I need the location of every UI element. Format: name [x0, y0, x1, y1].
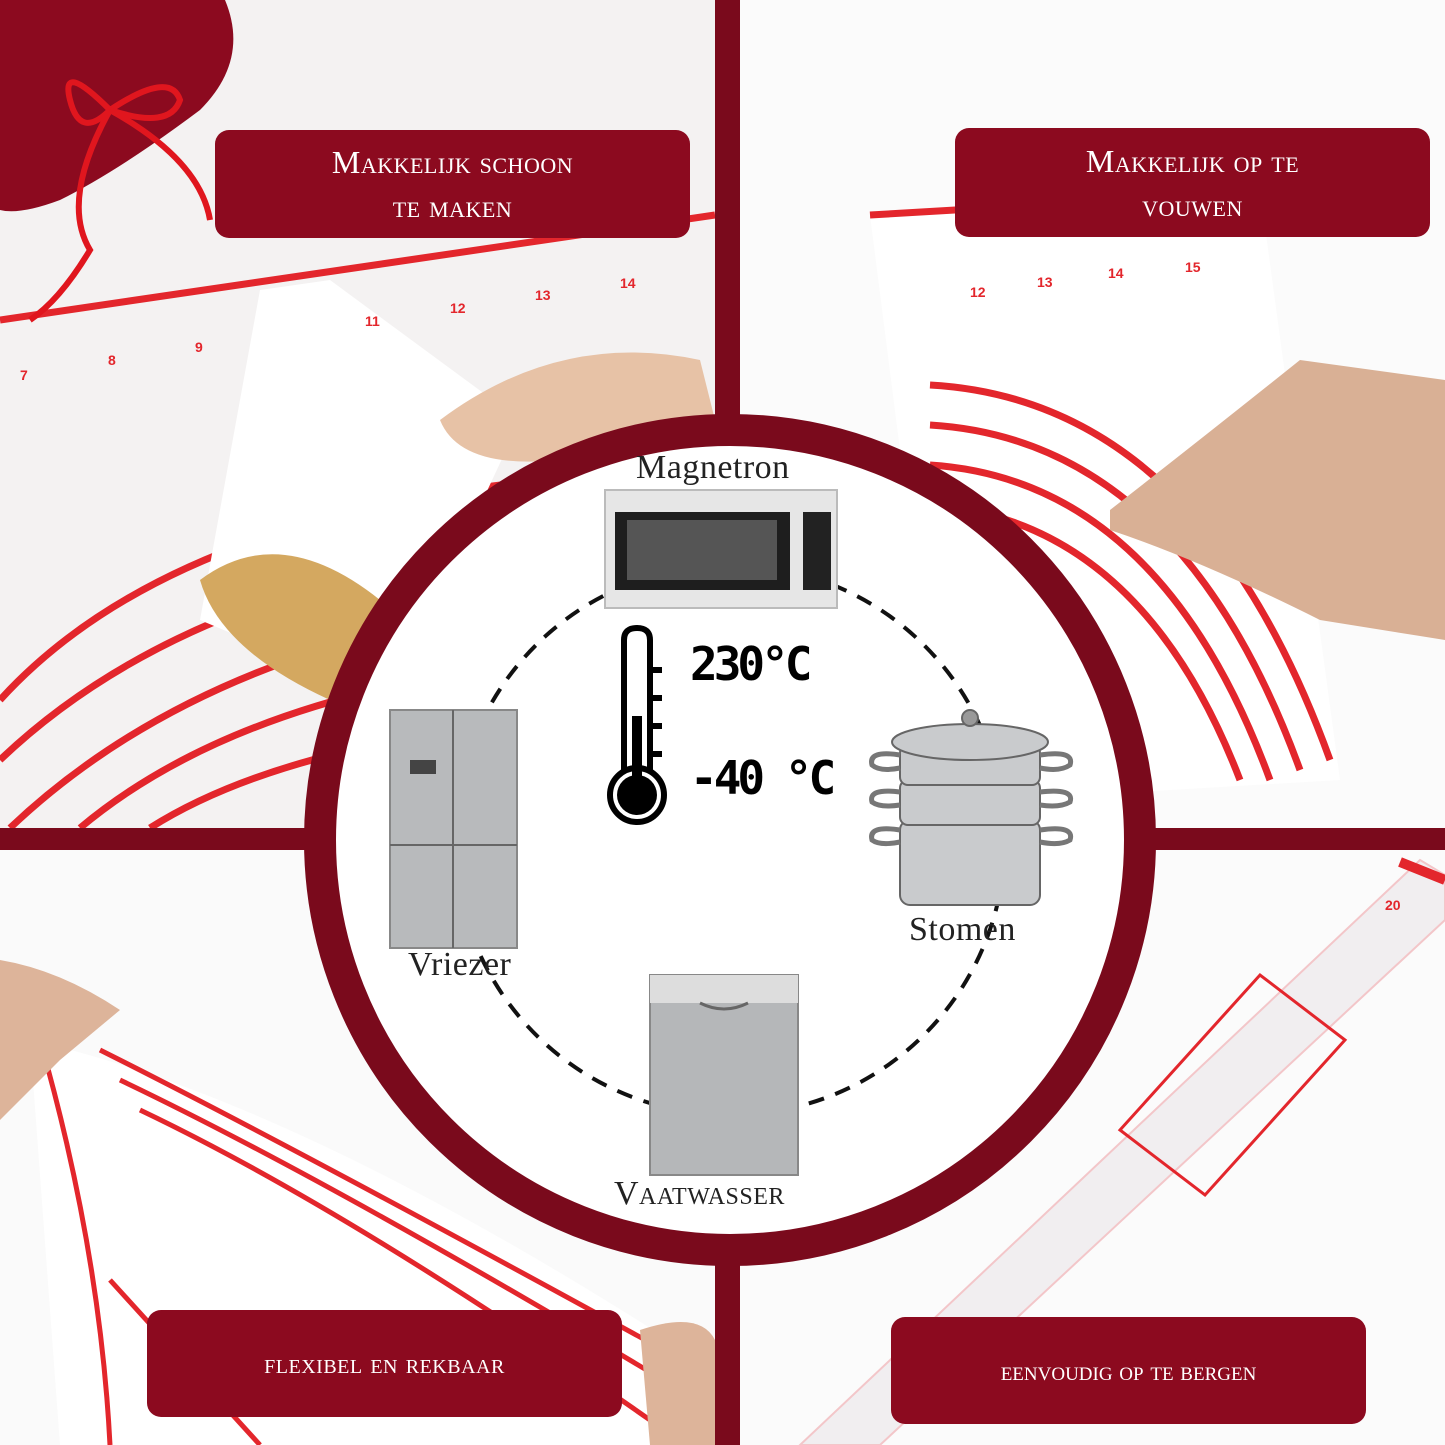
microwave-label: Magnetron [636, 449, 790, 486]
ruler-number: 12 [970, 284, 986, 300]
steamer-label: Stomen [909, 911, 1016, 948]
ruler-number: 7 [20, 367, 28, 383]
hand [640, 1322, 715, 1445]
mat-ruler-table [1117, 972, 1348, 1198]
steamer-pot-icon [869, 709, 1074, 906]
ruler-number: 11 [365, 313, 380, 329]
feature-line: eenvoudig op te bergen [1000, 1355, 1257, 1386]
feature-label-storage: eenvoudig op te bergen [891, 1317, 1366, 1424]
ruler-number: 9 [195, 339, 203, 355]
thermometer-icon [607, 624, 667, 825]
ruler-number: 15 [1185, 259, 1201, 275]
freezer-label: Vriezer [408, 946, 512, 983]
feature-line: flexibel en rekbaar [264, 1347, 505, 1380]
dishwasher-icon [649, 974, 799, 1176]
feature-line: te maken [392, 188, 513, 224]
hand [0, 960, 120, 1120]
feature-label-easy-fold: Makkelijk op te vouwen [955, 128, 1430, 237]
microwave-icon [604, 489, 838, 609]
feature-line: Makkelijk op te [1085, 142, 1300, 179]
ruler-number: 13 [535, 287, 551, 303]
feature-label-easy-clean: Makkelijk schoon te maken [215, 130, 690, 238]
refrigerator-icon [389, 709, 518, 949]
feature-label-flexible: flexibel en rekbaar [147, 1310, 622, 1417]
central-circle [304, 414, 1156, 1266]
ribbon-bow-icon [28, 79, 213, 323]
dough-residue [200, 554, 380, 700]
feature-line: Makkelijk schoon [331, 144, 574, 180]
ruler-number: 12 [450, 300, 466, 316]
ruler-number: 8 [108, 352, 116, 368]
ruler-number: 14 [620, 275, 636, 291]
feature-line: vouwen [1142, 186, 1243, 223]
ruler-number: 14 [1108, 265, 1124, 281]
ruler-number: 13 [1037, 274, 1053, 290]
hand [1110, 360, 1445, 640]
ruler-number: 20 [1385, 897, 1401, 913]
min-temperature: -40 °C [690, 751, 836, 805]
max-temperature: 230°C [690, 637, 813, 691]
mat-edge [1398, 857, 1445, 885]
dishwasher-label: Vaatwasser [614, 1175, 785, 1212]
